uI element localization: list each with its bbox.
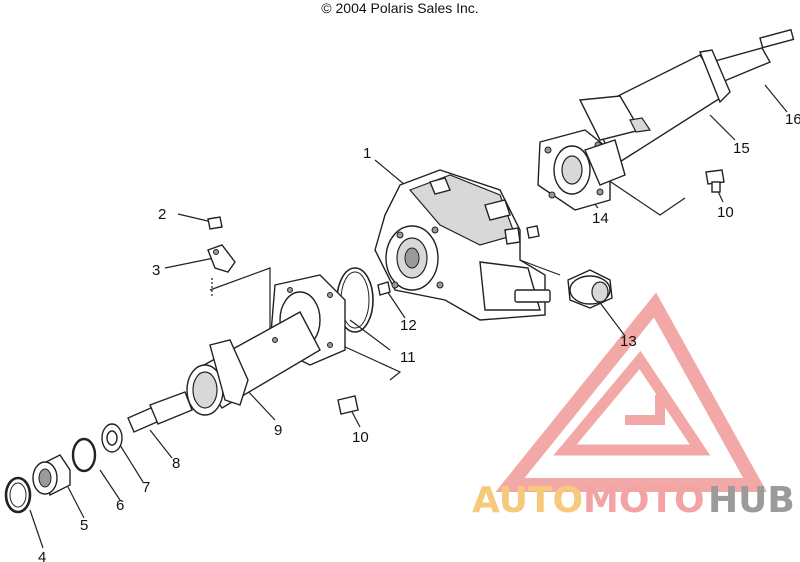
part-15-housing-tube [578, 49, 731, 167]
part-4-seal [4, 476, 32, 514]
watermark-auto: AUTO [472, 480, 583, 521]
part-1-gearcase [374, 169, 551, 321]
gearcase-plug [526, 225, 540, 239]
part-10-bolt-left [337, 395, 359, 415]
part-8-shaft [127, 391, 193, 433]
watermark-logo [495, 292, 767, 492]
watermark-moto: MOTO [583, 480, 705, 521]
part-2-bolt [207, 216, 223, 230]
part-6-snap-ring [71, 437, 97, 473]
part-5-bearing [32, 454, 71, 496]
part-12-pin [377, 281, 391, 296]
part-10-bolt-right [705, 169, 725, 193]
callout-8: 8 [172, 455, 180, 472]
callout-7: 7 [142, 479, 150, 496]
copyright-notice: © 2004 Polaris Sales Inc. [321, 0, 479, 16]
callout-16: 16 [785, 111, 800, 128]
callout-3: 3 [152, 262, 160, 279]
callout-10-right: 10 [717, 204, 734, 221]
callout-14: 14 [592, 210, 609, 227]
callout-12: 12 [400, 317, 417, 334]
callout-13: 13 [620, 333, 637, 350]
part-13-bushing [567, 269, 613, 309]
part-3-bracket [207, 244, 236, 273]
part-14-flange [537, 129, 626, 211]
callout-9: 9 [274, 422, 282, 439]
callout-2: 2 [158, 206, 166, 223]
callout-4: 4 [38, 549, 46, 562]
watermark-hub: HUB [708, 480, 795, 521]
callout-11: 11 [400, 349, 416, 366]
callout-labels: 1 2 3 4 5 6 7 8 9 10 10 11 12 13 14 15 1… [38, 111, 800, 562]
callout-10-left: 10 [352, 429, 369, 446]
part-7-washer [101, 423, 123, 453]
callout-6: 6 [116, 497, 124, 514]
callout-1: 1 [363, 145, 371, 162]
part-9-front-housing [186, 274, 346, 416]
watermark-text: AUTO MOTO HUB [472, 480, 795, 521]
callout-5: 5 [80, 517, 88, 534]
callout-15: 15 [733, 140, 750, 157]
